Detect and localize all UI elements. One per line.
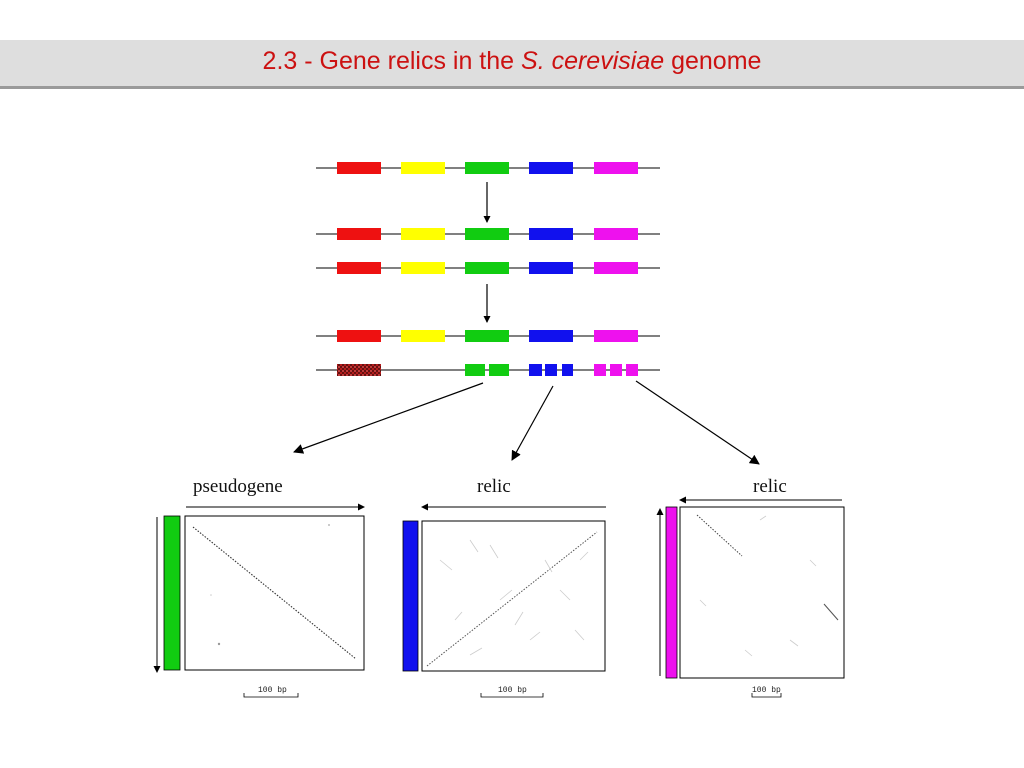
slide-title: 2.3 - Gene relics in the S. cerevisiae g… <box>0 47 1024 76</box>
gene-green <box>465 330 509 342</box>
pointer-arrow-pseudogene <box>293 382 484 454</box>
gene-green-fragment <box>465 364 485 376</box>
chromosome-intact <box>316 330 660 342</box>
dotplot-noise <box>699 515 817 657</box>
gene-bar-blue <box>402 520 419 672</box>
scale-bar-label: 100 bp <box>752 686 781 695</box>
dotplot-panel-relic-blue: relic 100 bp <box>402 476 606 698</box>
gene-green <box>465 262 509 274</box>
gene-pseudogene-red <box>337 364 381 376</box>
alignment-diagonal <box>823 603 839 621</box>
scale-bar <box>480 693 544 698</box>
panel-label: relic <box>753 476 787 497</box>
gene-bar-magenta <box>665 506 678 679</box>
alignment-diagonal <box>192 526 357 660</box>
title-species: S. cerevisiae <box>521 47 665 75</box>
gene-yellow <box>401 262 445 274</box>
gene-blue <box>529 162 573 174</box>
gene-bar-green <box>163 515 181 671</box>
dotplot-panel-relic-magenta: relic 100 bp <box>656 476 845 698</box>
chromosome-ancestral <box>316 162 660 174</box>
gene-magenta <box>594 262 638 274</box>
scale-bar <box>751 693 782 698</box>
alignment-diagonal <box>696 514 743 557</box>
dotplot-panel-pseudogene: pseudogene 100 bp <box>153 476 365 698</box>
gene-green <box>465 162 509 174</box>
gene-yellow <box>401 228 445 240</box>
title-bar: 2.3 - Gene relics in the S. cerevisiae g… <box>0 40 1024 89</box>
gene-red <box>337 162 381 174</box>
gene-magenta-fragment <box>610 364 622 376</box>
gene-magenta <box>594 228 638 240</box>
gene-magenta-fragment <box>626 364 638 376</box>
gene-blue-fragment <box>529 364 542 376</box>
pointer-arrow-relic-blue <box>511 385 554 461</box>
gene-red <box>337 228 381 240</box>
gene-magenta <box>594 330 638 342</box>
panel-label: relic <box>477 476 511 497</box>
gene-blue <box>529 330 573 342</box>
gene-blue <box>529 228 573 240</box>
scale-bar-label: 100 bp <box>498 686 527 695</box>
dotplot-frame <box>679 506 845 679</box>
title-prefix: 2.3 - Gene relics in the <box>262 47 522 75</box>
title-suffix: genome <box>664 47 762 75</box>
gene-magenta <box>594 162 638 174</box>
dotplot-noise <box>439 539 589 656</box>
dotplot-frame <box>421 520 606 672</box>
gene-yellow <box>401 162 445 174</box>
dotplot-frame <box>184 515 365 671</box>
gene-green <box>465 228 509 240</box>
scale-bar <box>243 693 299 698</box>
gene-red <box>337 330 381 342</box>
gene-blue-fragment <box>562 364 573 376</box>
chromosome-duplicate-2 <box>316 262 660 274</box>
chromosome-duplicate-1 <box>316 228 660 240</box>
gene-red <box>337 262 381 274</box>
gene-green-fragment <box>489 364 509 376</box>
alignment-diagonal <box>426 531 598 667</box>
chromosome-degraded <box>316 364 660 376</box>
gene-yellow <box>401 330 445 342</box>
gene-magenta-fragment <box>594 364 606 376</box>
pointer-arrow-relic-magenta <box>635 380 760 465</box>
scale-bar-label: 100 bp <box>258 686 287 695</box>
panel-label: pseudogene <box>193 476 283 497</box>
gene-blue <box>529 262 573 274</box>
gene-blue-fragment <box>545 364 557 376</box>
